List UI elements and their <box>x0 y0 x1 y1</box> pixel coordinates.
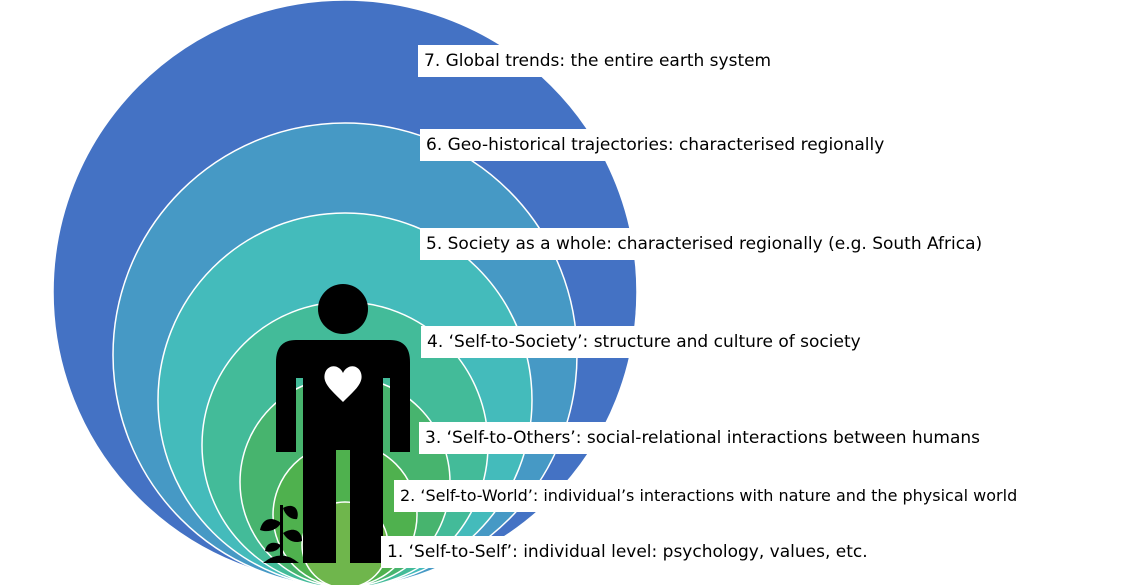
seedling-icon <box>260 505 302 563</box>
level-1-label: 1. ‘Self-to-Self’: individual level: psy… <box>381 536 874 568</box>
level-6-label: 6. Geo-historical trajectories: characte… <box>420 129 891 161</box>
level-3-label: 3. ‘Self-to-Others’: social-relational i… <box>419 422 987 454</box>
level-5-label: 5. Society as a whole: characterised reg… <box>420 228 989 260</box>
level-2-label: 2. ‘Self-to-World’: individual’s interac… <box>394 480 1024 512</box>
heart-icon <box>324 366 362 402</box>
level-4-label: 4. ‘Self-to-Society’: structure and cult… <box>421 326 867 358</box>
person-icon <box>276 284 410 563</box>
level-7-label: 7. Global trends: the entire earth syste… <box>418 45 778 77</box>
